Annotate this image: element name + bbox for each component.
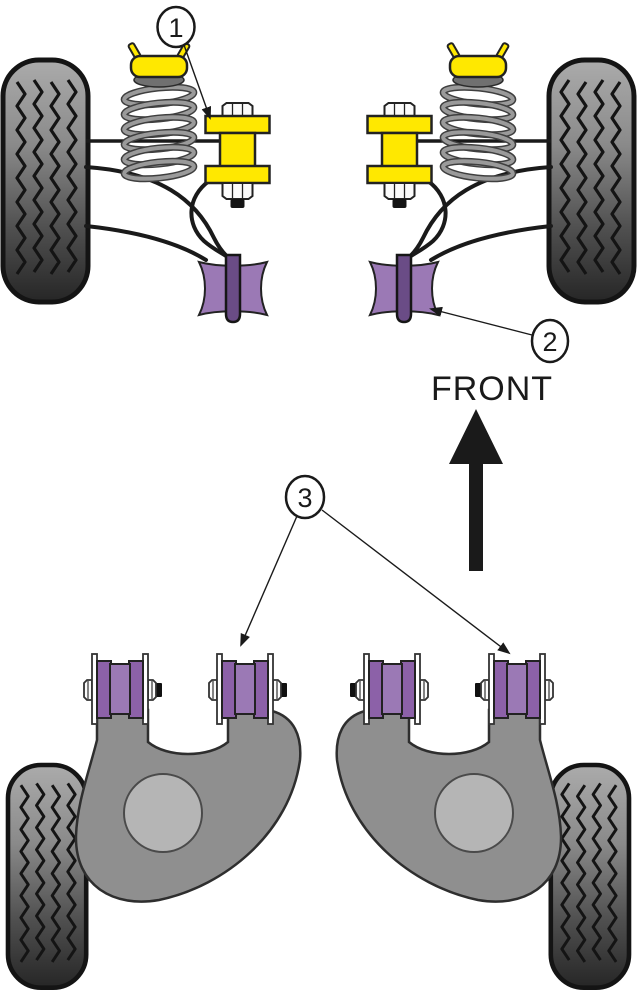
callout-3-leader-right <box>321 509 511 655</box>
callout-1: 1 <box>156 5 212 120</box>
callout-3-circle <box>284 474 326 520</box>
callout-1-circle <box>156 5 196 49</box>
callout-3: 3 <box>240 474 511 655</box>
rear-arm-left <box>8 654 300 988</box>
callout-3-leader-left <box>240 515 298 647</box>
callout-2: 2 <box>429 306 570 364</box>
callout-1-number: 1 <box>168 13 183 43</box>
front-direction-label: FRONT <box>431 370 553 408</box>
callout-2-leader <box>429 306 533 336</box>
front-corner-right <box>368 43 635 322</box>
front-direction-arrow-icon <box>449 409 503 571</box>
callout-1-leader <box>183 44 212 120</box>
callout-3-number: 3 <box>297 483 312 513</box>
rear-arm-right <box>337 654 629 988</box>
callout-2-circle <box>530 318 570 364</box>
callout-2-number: 2 <box>542 327 557 357</box>
front-corner-left <box>3 43 270 322</box>
